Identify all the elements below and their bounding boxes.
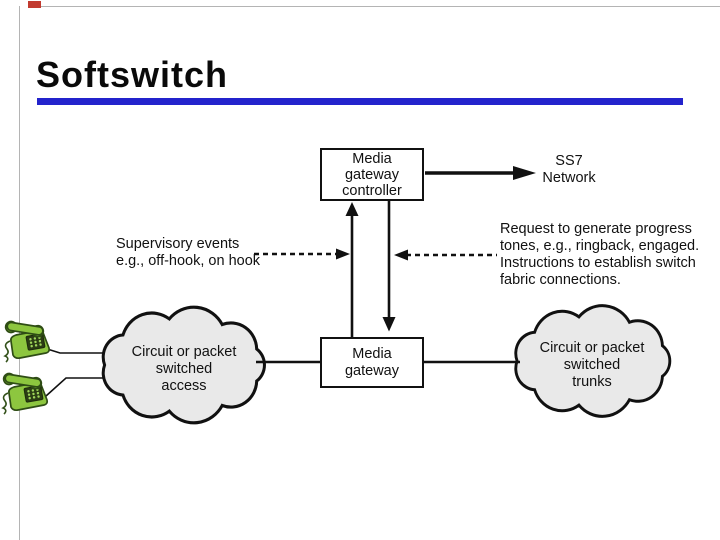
frame-left-line xyxy=(19,6,20,540)
phone2-wire xyxy=(45,377,118,397)
supervisory-arrowhead xyxy=(336,248,350,260)
gateway-to-mgc-arrowhead xyxy=(345,202,359,216)
phone-cord xyxy=(1,392,9,415)
mgc-to-gateway-arrowhead xyxy=(382,317,396,332)
mgc-to-ss7-arrowhead xyxy=(513,166,536,180)
access-cloud-label: Circuit or packet switched access xyxy=(131,344,237,394)
phone-keypad xyxy=(25,333,46,351)
telephone-icon xyxy=(3,320,51,363)
media-gateway-controller-node: Media gateway controller xyxy=(320,148,424,201)
frame-accent-square xyxy=(28,1,41,8)
title-underline xyxy=(37,98,683,105)
media-gateway-node: Media gateway xyxy=(320,337,424,388)
phone1-wire xyxy=(43,347,112,354)
request-progress-note: Request to generate progress tones, e.g.… xyxy=(500,221,700,288)
page-title: Softswitch xyxy=(36,54,229,95)
phone-cord xyxy=(3,340,11,363)
phone-handset xyxy=(2,372,43,390)
phone-handset xyxy=(4,320,45,338)
telephone-icon xyxy=(1,372,49,415)
ss7-network-label: SS7 Network xyxy=(542,153,596,186)
request-arrowhead xyxy=(394,249,408,261)
supervisory-events-note: Supervisory events e.g., off-hook, on ho… xyxy=(116,236,261,269)
trunks-cloud-label: Circuit or packet switched trunks xyxy=(539,340,645,390)
frame-top-line xyxy=(41,6,720,7)
